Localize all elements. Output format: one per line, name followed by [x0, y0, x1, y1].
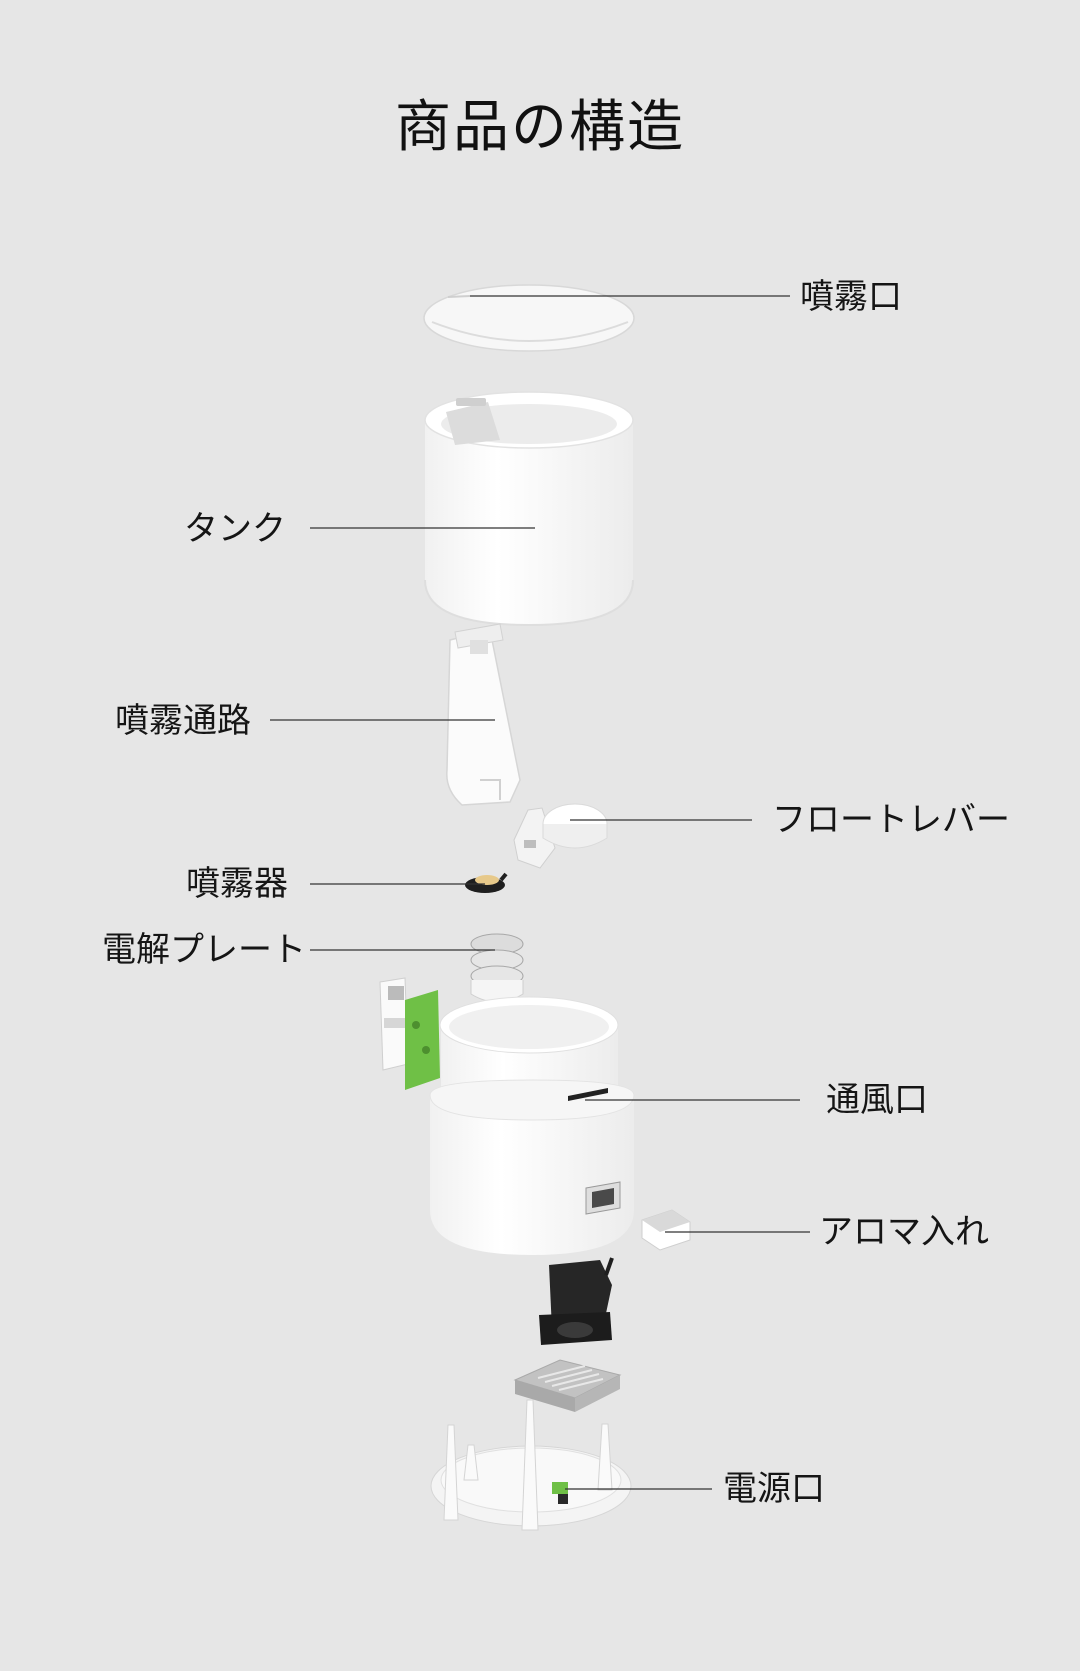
- base-plate: [430, 1399, 632, 1531]
- spray-passage-part: [446, 623, 521, 806]
- page-title: 商品の構造: [395, 95, 685, 160]
- leader-lines: [270, 295, 810, 1490]
- label-aroma-case: アロマ入れ: [819, 1212, 989, 1252]
- base-body: [429, 996, 635, 1255]
- label-vent: 通風口: [826, 1080, 928, 1120]
- label-spray-passage: 噴霧通路: [115, 701, 251, 741]
- tank-cylinder: [424, 391, 634, 627]
- label-float-lever: フロートレバー: [772, 800, 1010, 840]
- aroma-case-part: [641, 1209, 691, 1251]
- fan-part: [539, 1257, 614, 1345]
- atomizer-part: [465, 872, 508, 893]
- label-electrolysis-plate: 電解プレート: [102, 930, 306, 970]
- lid-disc: [423, 284, 635, 352]
- float-lever-part: [513, 803, 608, 869]
- label-atomizer: 噴霧器: [186, 864, 288, 904]
- heatsink-part: [513, 1359, 622, 1412]
- label-tank: タンク: [184, 509, 286, 549]
- label-power-port: 電源口: [723, 1469, 825, 1509]
- label-spray-outlet: 噴霧口: [800, 277, 902, 317]
- pcb-assembly: [379, 977, 440, 1090]
